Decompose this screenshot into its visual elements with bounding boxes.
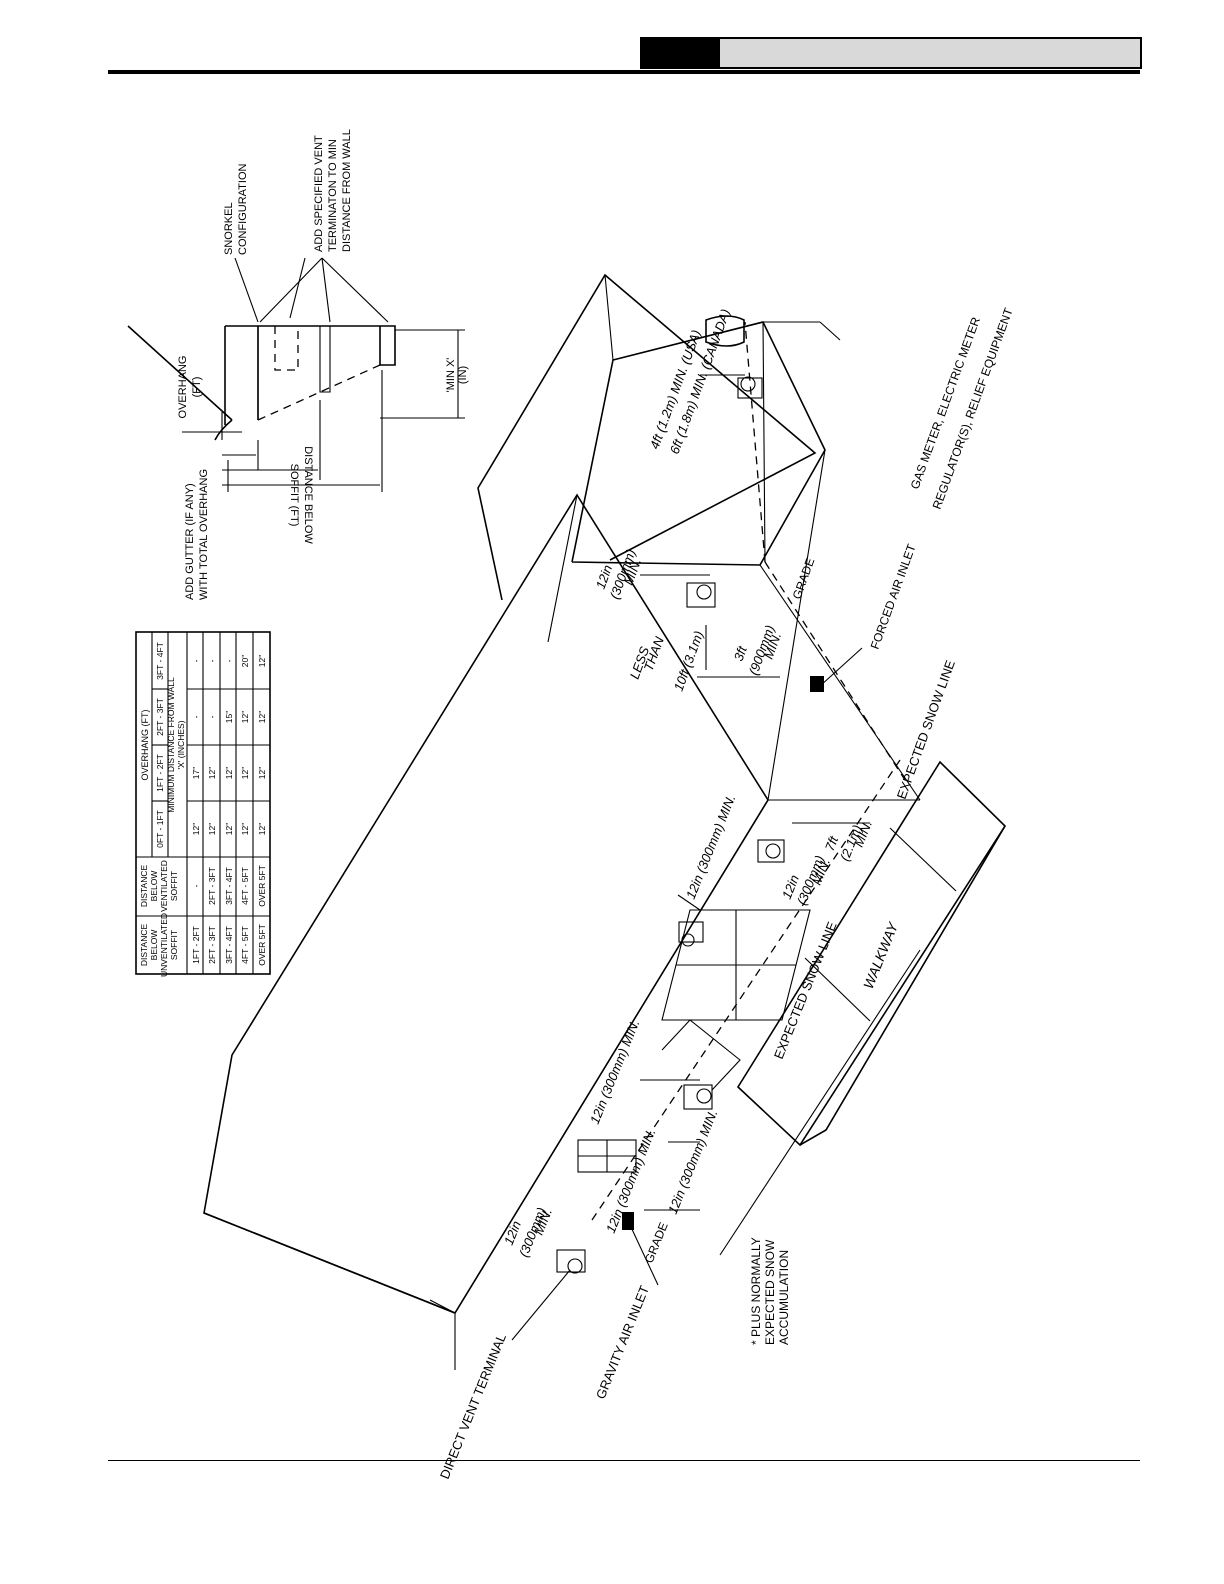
table-cell: 15" — [224, 711, 234, 723]
note-line-3: ACCUMULATION — [777, 1250, 791, 1345]
table-cell: 12" — [257, 711, 267, 723]
table-cell: 12" — [257, 655, 267, 667]
table-cell: - — [191, 884, 201, 887]
overhang-detail: ADD GUTTER (IF ANY) WITH TOTAL OVERHANG … — [127, 129, 469, 600]
vent-terminal-1 — [556, 1249, 586, 1273]
table-overhang-col-3: 2FT - 3FT — [155, 698, 165, 736]
expected-snow-line-front: EXPECTED SNOW LINE — [771, 919, 840, 1061]
add-vent-label-2: TERMINATON TO MIN — [327, 139, 339, 252]
overhang-table: DISTANCE BELOW UNVENTILATED SOFFIT DISTA… — [135, 631, 271, 977]
table-cell: 12" — [224, 823, 234, 835]
footer-rule — [108, 1460, 1140, 1461]
table-cell: - — [191, 659, 201, 662]
min-x-label-2: (IN) — [457, 366, 469, 384]
vent-terminal-4 — [757, 839, 785, 863]
table-cell: - — [191, 715, 201, 718]
table-head-vent-1: DISTANCE — [139, 865, 149, 908]
table-cell: 12" — [191, 823, 201, 835]
distance-below-label-2: SOFFIT (FT) — [288, 464, 300, 527]
table-head-unvent-3: UNVENTILATED — [159, 913, 169, 977]
table-head-unvent-4: SOFFIT — [169, 930, 179, 960]
table-cell: 2FT - 3FT — [207, 867, 217, 905]
table-cell: 4FT - 5FT — [240, 926, 250, 964]
table-cell: 12" — [240, 711, 250, 723]
table-cell: 12" — [207, 767, 217, 779]
header-black-block — [640, 37, 718, 69]
add-vent-label-3: DISTANCE FROM WALL — [341, 129, 353, 252]
header-title-bar — [718, 37, 1142, 69]
dim-less-3: 10ft (3.1m) — [671, 629, 707, 693]
table-cell: 20" — [240, 655, 250, 667]
table-cell: 3FT - 4FT — [224, 926, 234, 964]
note-line-2: EXPECTED SNOW — [763, 1239, 777, 1345]
dim-3ft-a: 3ft — [731, 643, 751, 663]
table-head-vent-2: BELOW — [149, 871, 159, 902]
table-cell: 1FT - 2FT — [191, 926, 201, 964]
vent-terminal-2 — [683, 1084, 713, 1110]
table-head-vent-3: VENTILATED — [159, 860, 169, 912]
dim-12in-window: 12in (300mm) MIN. — [683, 792, 739, 901]
table-cell: 12" — [207, 823, 217, 835]
overhang-label-1: OVERHANG — [177, 356, 189, 419]
table-cell: OVER 5FT — [257, 865, 267, 907]
table-cell: - — [224, 659, 234, 662]
table-cell: 3FT - 4FT — [224, 867, 234, 905]
table-min-distance-1: MINIMUM DISTANCE FROM WALL — [166, 677, 176, 813]
vent-terminal-5 — [686, 582, 716, 608]
distance-below-label-1: DISTANCE BELOW — [302, 446, 314, 544]
note-line-1: * PLUS NORMALLY — [749, 1237, 763, 1345]
table-overhang-col-4: 3FT - 4FT — [155, 642, 165, 680]
add-vent-label-1: ADD SPECIFIED VENT — [313, 135, 325, 252]
table-cell: 2FT - 3FT — [207, 926, 217, 964]
vent-terminal-3 — [678, 921, 704, 943]
forced-air-inlet-icon — [810, 676, 824, 692]
table-cell: 12" — [257, 823, 267, 835]
grade-label-side: GRADE — [790, 556, 818, 601]
house-labels: DIRECT VENT TERMINAL GRAVITY AIR INLET G… — [437, 306, 1016, 1482]
table-cell: 4FT - 5FT — [240, 867, 250, 905]
walkway-label: WALKWAY — [860, 919, 902, 991]
header-rule — [108, 70, 1140, 74]
gravity-air-inlet-label: GRAVITY AIR INLET — [593, 1283, 652, 1401]
table-overhang-col-2: 1FT - 2FT — [155, 754, 165, 792]
table-cell: - — [207, 659, 217, 662]
table-min-distance-2: 'X' (INCHES) — [176, 720, 186, 769]
grade-label-front: GRADE — [642, 1220, 671, 1265]
vent-terminal-6 — [737, 377, 763, 399]
table-cell: 12" — [240, 767, 250, 779]
table-head-unvent-1: DISTANCE — [139, 924, 149, 967]
table-cell: 17" — [191, 767, 201, 779]
house-drawing — [203, 273, 1007, 1370]
gutter-label-2: WITH TOTAL OVERHANG — [198, 469, 210, 600]
table-overhang-col-1: 0FT - 1FT — [155, 810, 165, 848]
dim-7ft-a: 7ft — [822, 833, 842, 853]
table-head-unvent-2: BELOW — [149, 930, 159, 961]
min-x-label-1: 'MIN X' — [445, 358, 457, 393]
table-cell: 12" — [257, 767, 267, 779]
table-cell: 12" — [224, 767, 234, 779]
table-overhang-title: OVERHANG (FT) — [140, 709, 150, 780]
forced-air-inlet-label: FORCED AIR INLET — [868, 542, 919, 651]
expected-snow-line-side: EXPECTED SNOW LINE — [894, 658, 958, 801]
snorkel-label-2: CONFIGURATION — [237, 163, 249, 255]
overhang-label-2: (FT) — [191, 377, 203, 398]
table-cell: 12" — [240, 823, 250, 835]
table-head-vent-4: SOFFIT — [169, 871, 179, 901]
gutter-label-1: ADD GUTTER (IF ANY) — [184, 483, 196, 600]
dim-12in-grade-2: 12in (300mm) MIN. — [665, 1107, 721, 1216]
gas-meter-icon — [705, 315, 745, 347]
gravity-air-inlet-icon — [622, 1212, 634, 1230]
dim-12in-door: 12in (300mm) MIN. — [587, 1017, 643, 1126]
snorkel-label-1: SNORKEL — [223, 202, 235, 255]
table-cell: - — [207, 715, 217, 718]
direct-vent-terminal-label: DIRECT VENT TERMINAL — [437, 1332, 509, 1482]
table-cell: OVER 5FT — [257, 924, 267, 966]
